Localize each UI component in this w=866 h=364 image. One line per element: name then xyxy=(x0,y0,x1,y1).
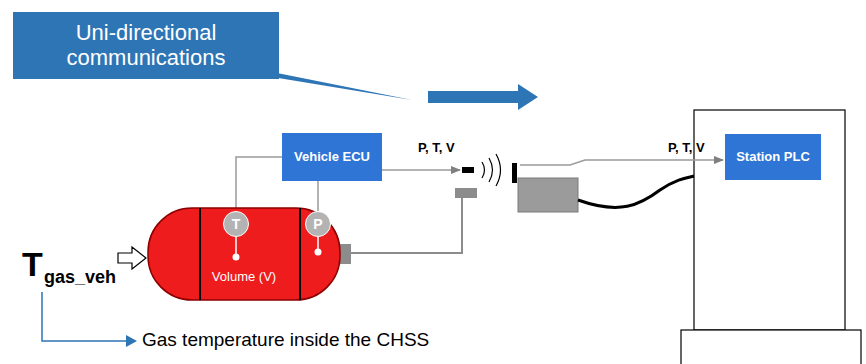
node-text: P xyxy=(313,216,322,232)
ir-transmitter xyxy=(462,167,474,173)
signal-label: P, T, V xyxy=(418,141,455,155)
plc-box: Station PLC xyxy=(725,134,821,180)
station-base xyxy=(681,330,861,364)
gas-line xyxy=(351,198,462,253)
leader-line xyxy=(42,292,128,341)
temperature-sensor: T xyxy=(223,211,249,237)
pressure-sensor: P xyxy=(305,211,331,237)
sensor-wire xyxy=(317,181,319,211)
pointer-arrow xyxy=(118,247,146,269)
ecu-box: Vehicle ECU xyxy=(282,133,382,181)
data-line xyxy=(382,169,460,171)
callout-box: Uni-directional communications xyxy=(13,12,279,79)
ir-receiver xyxy=(512,163,517,183)
node-text: Uni-directional communications xyxy=(19,20,273,71)
hydrogen-tank: Volume (V) T P xyxy=(148,208,340,300)
node-text: Vehicle ECU xyxy=(294,150,370,165)
leader-arrowhead xyxy=(126,335,137,347)
ir-wave xyxy=(496,154,501,186)
data-line xyxy=(520,160,723,165)
node-text: Volume (V) xyxy=(148,270,340,285)
temperature-symbol: T xyxy=(22,246,43,283)
node-text: T xyxy=(232,216,241,232)
ir-wave xyxy=(489,158,493,182)
nozzle xyxy=(518,178,578,212)
station-housing xyxy=(694,110,845,330)
ir-wave xyxy=(482,162,485,178)
explanation-note: Gas temperature inside the CHSS xyxy=(142,330,429,351)
node-text: Station PLC xyxy=(736,150,810,165)
temperature-subscript: gas_veh xyxy=(44,268,116,288)
direction-arrow xyxy=(428,84,538,110)
hose xyxy=(578,176,694,207)
receptacle xyxy=(455,188,477,198)
sensor-wire xyxy=(236,157,282,211)
signal-label: P, T, V xyxy=(668,141,705,155)
